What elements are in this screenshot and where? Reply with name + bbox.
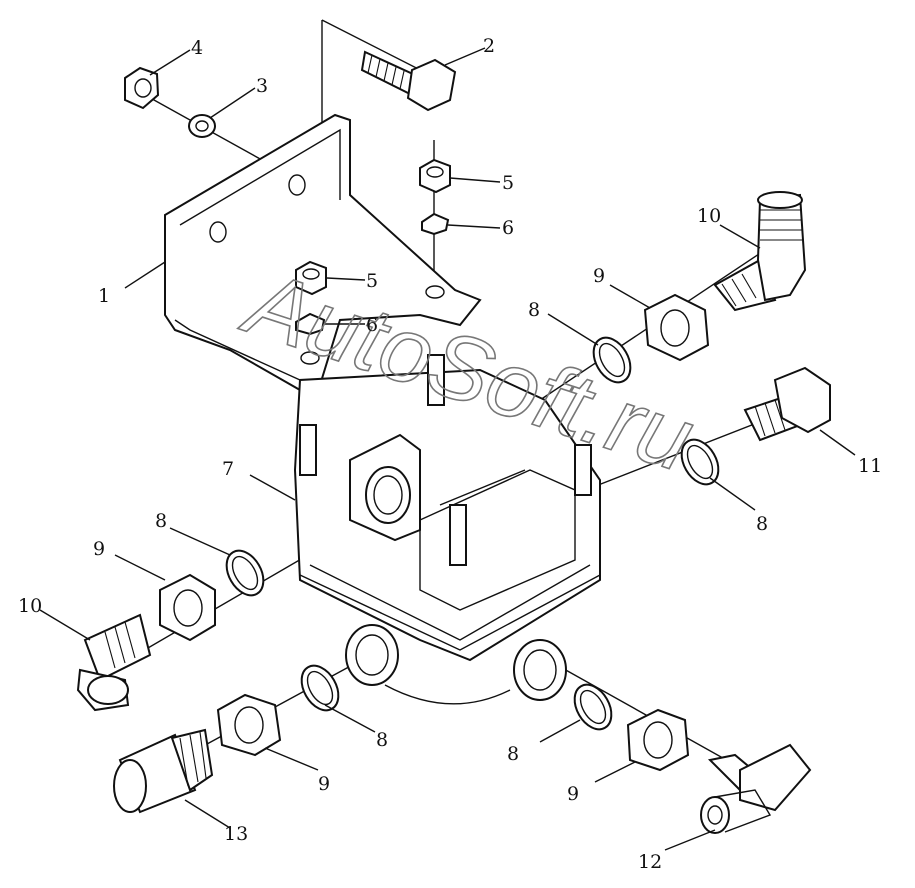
callout-10-upper: 10 [697,205,721,227]
callout-5-lower: 5 [366,270,378,292]
part-5-nut-lower [295,260,327,296]
part-8-o-rings [225,336,720,731]
callout-6-lower: 6 [366,314,378,336]
part-2-bolt [360,50,457,112]
callout-6-upper: 6 [502,217,514,239]
part-6-washer-lower [295,312,326,336]
callout-labels: 4 3 2 5 6 5 6 1 7 8 9 10 11 8 8 9 10 8 9… [18,35,882,873]
part-3-washer [188,114,216,138]
callout-9-left: 9 [93,538,105,560]
part-13-straight-fitting [113,728,214,814]
callout-2: 2 [483,35,495,57]
part-4-nut [124,66,160,110]
part-1-bracket [164,113,482,392]
callout-1: 1 [98,285,110,307]
callout-8-bottom-right: 8 [507,743,519,765]
part-11-plug [743,366,831,442]
callout-4: 4 [191,37,203,59]
callout-11: 11 [858,455,882,477]
callout-leaders [39,47,856,851]
callout-8-right: 8 [756,513,768,535]
callout-8-upper-left: 8 [528,299,540,321]
callout-10-lower: 10 [18,595,42,617]
part-9-hex-nuts [159,293,710,772]
callout-8-bottom-left: 8 [376,729,388,751]
part-5-nut-upper [419,158,451,194]
part-10-elbow-upper [713,191,807,312]
callout-7: 7 [222,458,234,480]
callout-9-bottom-left: 9 [318,773,330,795]
callout-12: 12 [638,851,662,873]
callout-9-upper: 9 [593,265,605,287]
callout-5-upper: 5 [502,172,514,194]
part-7-valve-body [293,354,601,705]
callout-8-left: 8 [155,510,167,532]
callout-3: 3 [256,75,268,97]
part-10-elbow-lower [76,613,152,712]
part-6-washer-upper [421,212,450,236]
part-12-tee-fitting [700,743,812,834]
callout-13: 13 [224,823,248,845]
callout-9-bottom-right: 9 [567,783,579,805]
